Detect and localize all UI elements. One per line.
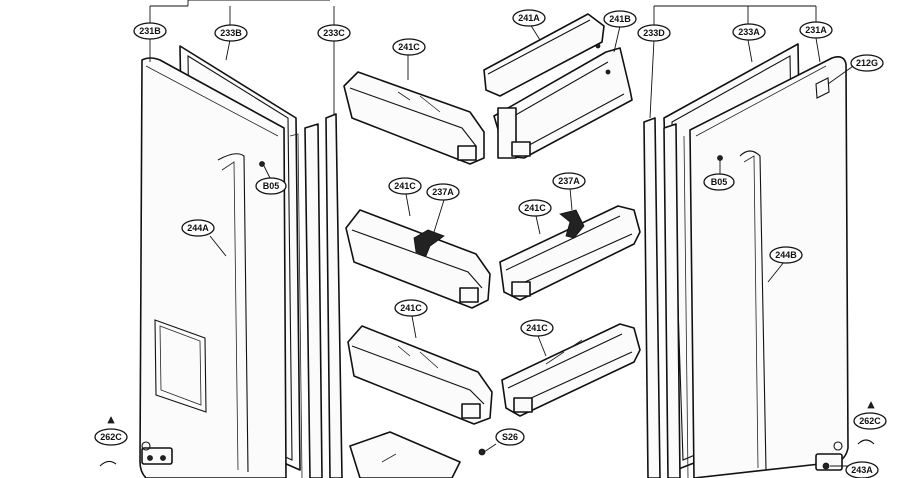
svg-text:243A: 243A — [851, 465, 873, 475]
callout-262C-right: 262C — [853, 412, 887, 430]
svg-text:B05: B05 — [263, 181, 280, 191]
left-door-window — [154, 319, 207, 413]
callout-241C-top: 241C — [392, 38, 426, 56]
callout-241C-middle-right: 241C — [518, 199, 552, 217]
svg-text:231B: 231B — [139, 26, 161, 36]
svg-text:233C: 233C — [323, 28, 345, 38]
svg-text:237A: 237A — [558, 176, 580, 186]
callout-241B: 241B — [603, 10, 637, 28]
svg-text:237A: 237A — [432, 187, 454, 197]
svg-text:S26: S26 — [502, 432, 518, 442]
leader-lines — [149, 0, 857, 467]
right-door-panel-231A — [689, 56, 849, 478]
svg-text:241C: 241C — [394, 181, 416, 191]
callout-233A: 233A — [732, 23, 766, 41]
callout-233B: 233B — [214, 24, 248, 42]
svg-text:233B: 233B — [220, 28, 242, 38]
callout-262C-left: 262C — [94, 428, 128, 446]
svg-text:241C: 241C — [400, 303, 422, 313]
right-hinge-262C — [857, 439, 875, 445]
right-strip-233D — [643, 117, 661, 478]
bin-241C-top — [343, 71, 485, 165]
bin-241C-middle-right — [499, 205, 641, 301]
svg-text:B05: B05 — [711, 177, 728, 187]
callout-S26: S26 — [495, 428, 525, 446]
svg-text:231A: 231A — [805, 25, 827, 35]
callout-244B: 244B — [769, 246, 803, 264]
callout-231A: 231A — [799, 21, 833, 39]
callout-244A: 244A — [181, 219, 215, 237]
bin-241C-middle-left — [345, 209, 491, 309]
left-hinge-262C — [99, 460, 117, 467]
svg-text:241C: 241C — [526, 323, 548, 333]
callout-233D: 233D — [637, 24, 671, 42]
svg-text:212G: 212G — [856, 58, 878, 68]
divider-237A-left — [413, 229, 445, 257]
callout-241A: 241A — [512, 9, 546, 27]
bottom-plate — [349, 431, 486, 478]
left-door-panel-231B — [139, 57, 287, 478]
callout-233C: 233C — [317, 24, 351, 42]
svg-text:244B: 244B — [775, 250, 797, 260]
callout-231B: 231B — [133, 22, 167, 40]
svg-text:244A: 244A — [187, 223, 209, 233]
callout-B05-left: B05 — [255, 177, 287, 195]
svg-text:233A: 233A — [738, 27, 760, 37]
callout-241C-middle-left: 241C — [388, 177, 422, 195]
screw-S26 — [478, 448, 486, 456]
bin-241C-lower-right — [501, 323, 641, 417]
svg-text:241C: 241C — [524, 203, 546, 213]
callout-241C-lower-left: 241C — [394, 299, 428, 317]
left-door-assembly — [99, 45, 343, 478]
bin-241B — [493, 47, 633, 159]
left-liner-244A — [217, 153, 249, 473]
callout-B05-right: B05 — [703, 173, 735, 191]
callout-237A-right: 237A — [552, 172, 586, 190]
left-strip-233C — [325, 113, 343, 478]
svg-text:233D: 233D — [643, 28, 665, 38]
svg-text:262C: 262C — [100, 432, 122, 442]
callout-212G: 212G — [850, 54, 884, 72]
svg-text:262C: 262C — [859, 416, 881, 426]
svg-text:241C: 241C — [398, 42, 420, 52]
right-liner-244B — [739, 150, 767, 471]
door-bins — [343, 13, 641, 478]
right-door-assembly — [643, 43, 875, 478]
svg-text:241A: 241A — [518, 13, 540, 23]
svg-text:241B: 241B — [609, 14, 631, 24]
bin-cover-241A — [483, 13, 605, 97]
callout-237A-left: 237A — [426, 183, 460, 201]
bin-241C-lower-left — [347, 325, 493, 425]
callout-243A: 243A — [845, 461, 879, 478]
divider-237A-right — [559, 209, 585, 239]
right-badge-212G — [815, 77, 830, 99]
callouts: 231B 233B 233C 241C 241A 241B 233D 233A — [94, 9, 887, 478]
callout-241C-lower-right: 241C — [520, 319, 554, 337]
